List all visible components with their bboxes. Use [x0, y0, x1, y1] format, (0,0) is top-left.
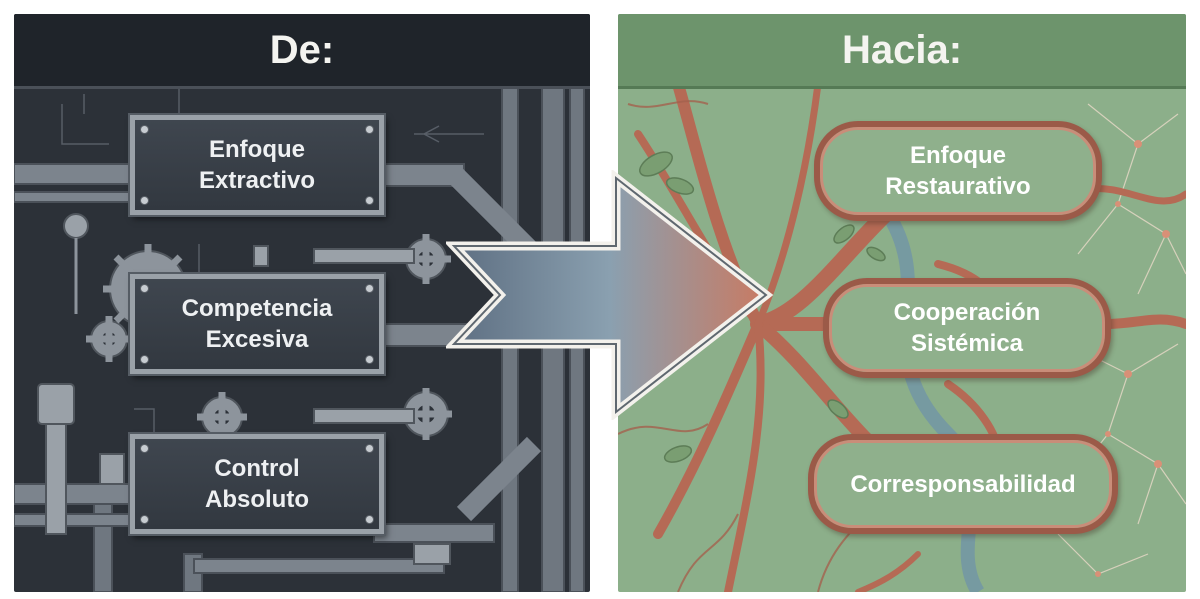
box-label-line2: Restaurativo — [885, 173, 1031, 200]
box-label-line2: Sistémica — [910, 330, 1024, 357]
from-header: De: — [14, 14, 590, 89]
box-co-responsibility: Corresponsabilidad — [808, 434, 1118, 534]
box-extractive-approach: Enfoque Extractivo — [130, 115, 384, 215]
box-excessive-competition: Competencia Excesiva — [130, 274, 384, 374]
box-label-line1: Cooperación — [893, 299, 1041, 326]
box-label-line1: Competencia — [181, 295, 333, 322]
from-title: De: — [269, 27, 335, 72]
box-label-line2: Excesiva — [205, 326, 309, 353]
box-systemic-cooperation: Cooperación Sistémica — [823, 278, 1111, 378]
transition-arrow-icon — [446, 170, 774, 420]
box-restorative-approach: Enfoque Restaurativo — [814, 121, 1102, 221]
box-label-line1: Control — [214, 455, 300, 482]
box-label-line1: Corresponsabilidad — [850, 470, 1076, 498]
box-label-line1: Enfoque — [910, 142, 1006, 169]
box-label-line1: Enfoque — [209, 136, 305, 163]
to-title: Hacia: — [841, 27, 963, 72]
to-header: Hacia: — [618, 14, 1186, 89]
box-label-line2: Extractivo — [198, 167, 316, 194]
box-label-line2: Absoluto — [205, 486, 309, 513]
box-absolute-control: Control Absoluto — [130, 434, 384, 534]
